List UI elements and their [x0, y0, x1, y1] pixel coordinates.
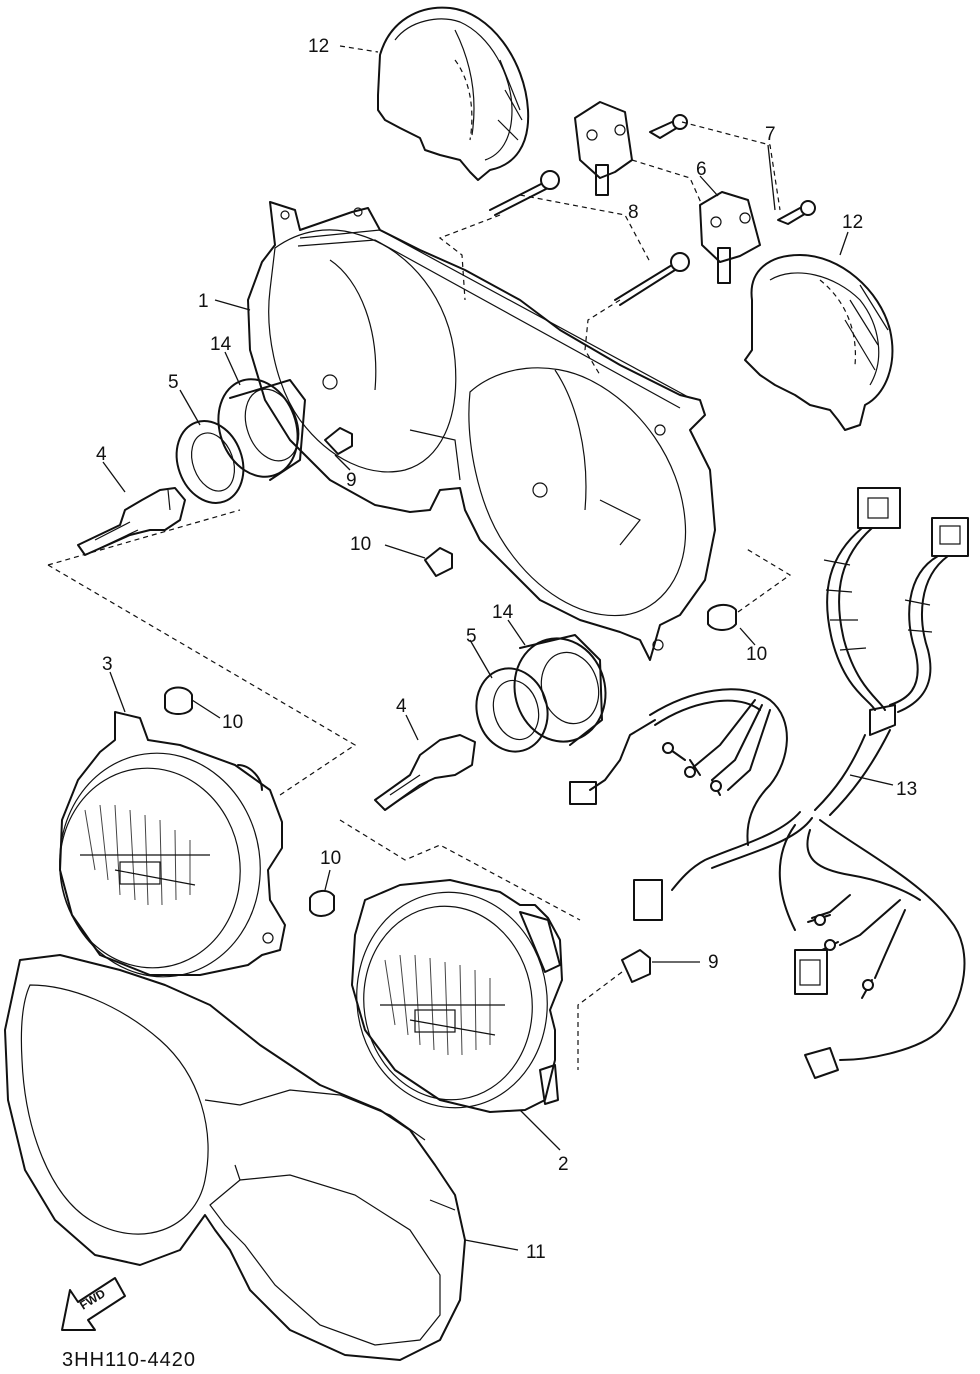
grommets-upper [324, 427, 792, 631]
callout-3: 3 [102, 654, 113, 675]
wiring-harness [569, 487, 969, 1079]
callout-13: 13 [896, 779, 917, 800]
forward-arrow-icon: FWD [61, 1277, 126, 1331]
callout-6: 6 [696, 159, 707, 180]
headlight-cover-upper [377, 6, 530, 181]
callout-5: 5 [466, 626, 477, 647]
diagram-code: 3HH110-4420 [62, 1349, 196, 1371]
headlight-unit-left [59, 711, 335, 978]
callout-14: 14 [492, 602, 514, 623]
callout-4: 4 [396, 696, 407, 717]
bulb-socket-middle [339, 634, 607, 921]
bracket-assembly [574, 101, 816, 284]
callout-8: 8 [628, 202, 639, 223]
callout-12: 12 [308, 36, 329, 57]
callout-10: 10 [222, 712, 243, 733]
fwd-label: FWD [77, 1286, 108, 1313]
headlight-unit-right [351, 879, 651, 1113]
callout-12: 12 [842, 212, 863, 233]
bulb-socket-upper [47, 378, 357, 796]
callout-10: 10 [320, 848, 341, 869]
callout-labels: 12 12 7 6 8 1 14 5 4 9 10 10 14 5 3 10 4… [96, 36, 917, 1263]
headlight-cover-right [744, 254, 894, 431]
callout-7: 7 [765, 124, 776, 145]
headlight-rim [4, 954, 466, 1361]
callout-10: 10 [350, 534, 371, 555]
headlight-housing [247, 201, 716, 661]
callout-9: 9 [346, 470, 357, 491]
callout-11: 11 [526, 1242, 546, 1263]
grommet-left [164, 686, 221, 719]
adjuster-bolts [438, 170, 690, 376]
callout-1: 1 [198, 291, 209, 312]
callout-5: 5 [168, 372, 179, 393]
callout-10: 10 [746, 644, 767, 665]
callout-4: 4 [96, 444, 107, 465]
callout-2: 2 [558, 1154, 569, 1175]
leader-lines [102, 45, 894, 1251]
callout-9: 9 [708, 952, 719, 973]
callout-14: 14 [210, 334, 232, 355]
